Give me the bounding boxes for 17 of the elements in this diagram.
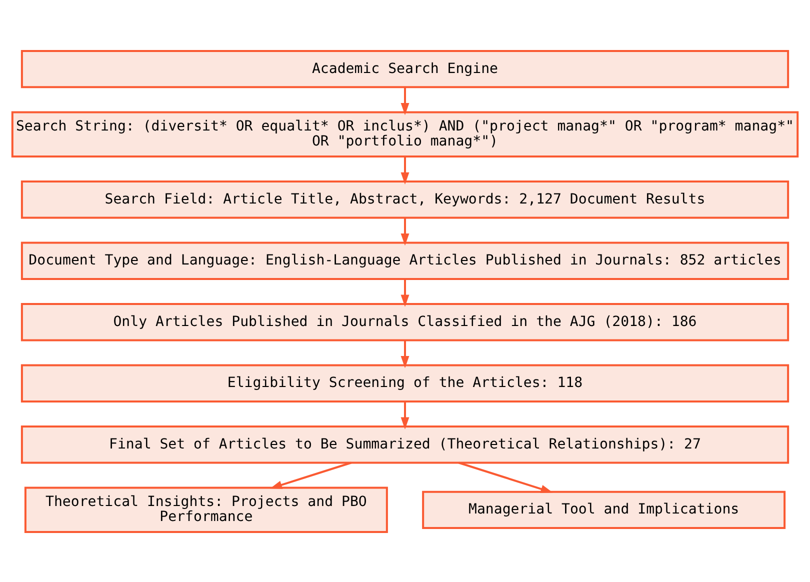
arrow bbox=[458, 461, 553, 493]
node-box: Theoretical Insights: Projects and PBO Performance bbox=[24, 486, 388, 532]
arrow bbox=[400, 156, 410, 184]
node-box: Eligibility Screening of the Articles: 118 bbox=[20, 364, 790, 402]
node-box: Academic Search Engine bbox=[20, 50, 790, 88]
node-box: Managerial Tool and Implications bbox=[422, 490, 786, 528]
arrow bbox=[400, 217, 410, 246]
node-box: Final Set of Articles to Be Summarized (Theoretical Relationships): 27 bbox=[20, 425, 790, 464]
arrow bbox=[400, 340, 410, 368]
arrow bbox=[270, 461, 352, 488]
node-box: Search Field: Article Title, Abstract, Keywords: 2,127 Document Results bbox=[20, 180, 790, 218]
arrow bbox=[400, 401, 410, 429]
node-box: Only Articles Published in Journals Classified in the AJG (2018): 186 bbox=[20, 302, 790, 341]
node-box: Search String: (diversit* OR equalit* OR inclus*) AND ("project manag*" OR "program* manag*" OR "portfolio manag*") bbox=[11, 110, 799, 157]
arrow bbox=[400, 86, 410, 115]
arrow bbox=[400, 278, 410, 306]
node-box: Document Type and Language: English-Language Articles Published in Journals: 852 articles bbox=[20, 241, 790, 280]
